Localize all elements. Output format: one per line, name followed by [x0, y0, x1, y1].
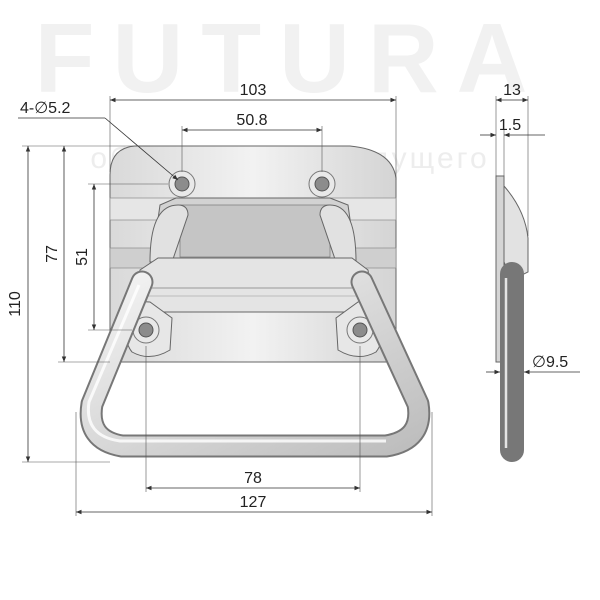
dim-height-77: 77: [44, 245, 61, 263]
dim-overall-width: 103: [240, 82, 267, 99]
pivot-lug-left: [149, 204, 189, 263]
dim-handle-outer-width: 127: [240, 494, 267, 511]
mounting-hole-bottom-right: [346, 316, 374, 344]
dimension-lines: [18, 96, 580, 516]
mounting-hole-top-left: [168, 170, 196, 198]
dim-hole-spec: 4-∅5.2: [20, 100, 71, 117]
bracket-crossbar: [135, 257, 373, 313]
channel-inner: [179, 204, 331, 258]
dim-plate-thickness: 1.5: [499, 117, 521, 134]
front-view: [79, 145, 431, 458]
side-view: [495, 175, 529, 462]
dim-side-depth: 13: [503, 82, 521, 99]
dim-rod-diameter: ∅9.5: [532, 354, 568, 371]
handle-bail-highlight: [81, 272, 429, 456]
pivot-lug-right: [319, 204, 357, 263]
dim-overall-height: 110: [7, 291, 24, 317]
watermark-brand: FUTURA: [35, 3, 546, 113]
dim-height-51: 51: [74, 248, 91, 266]
dim-hole-spacing-top: 50.8: [236, 112, 267, 129]
mounting-hole-top-right: [308, 170, 336, 198]
mounting-hole-bottom-left: [132, 316, 160, 344]
dim-handle-inner-width: 78: [244, 470, 262, 487]
handle-bail-shine: [86, 284, 386, 443]
